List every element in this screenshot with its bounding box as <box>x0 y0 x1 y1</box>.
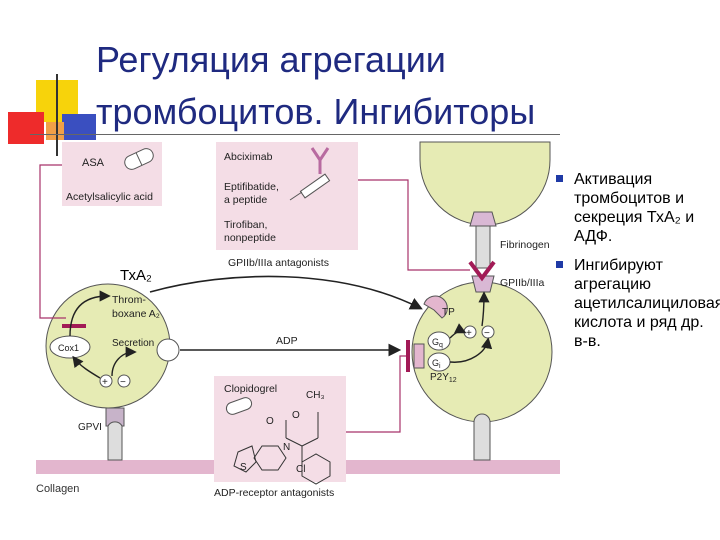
thromboxane-label-2: boxane A₂ <box>112 308 160 320</box>
gpiibiiia-antagonist-mark <box>468 260 496 282</box>
adp-label: ADP <box>276 335 298 347</box>
clopidogrel-cl: Cl <box>296 464 305 475</box>
title-line-1: Регуляция агрегации <box>96 39 446 80</box>
gp-antagonists-caption: GPIIb/IIIa antagonists <box>228 257 329 269</box>
cox1-to-thromboxane-arrow <box>69 290 111 337</box>
square-bullet-icon <box>556 175 563 182</box>
decor-line-vertical <box>56 74 58 156</box>
bullet-item: Активация тромбоцитов и секреция ТхА₂ и … <box>554 170 714 246</box>
cox1-label: Cox1 <box>58 343 79 353</box>
clopidogrel-label: Clopidogrel <box>224 383 277 395</box>
clopidogrel-caption: ADP-receptor antagonists <box>214 487 334 499</box>
decor-square-blue <box>62 114 96 140</box>
title-line-2: тромбоцитов. Ингибиторы <box>96 91 536 132</box>
tp-label: TP <box>442 307 455 318</box>
bullet-text: Активация тромбоцитов и секреция ТхА₂ и … <box>574 171 695 245</box>
syringe-icon <box>289 173 331 201</box>
decor-square-orange <box>46 122 64 140</box>
gi-to-signal-arrow <box>449 337 493 363</box>
decor-square-red <box>8 112 44 144</box>
fibrinogen-receptor-top <box>469 211 497 227</box>
gpvi-to-secretion-arrow <box>111 346 137 377</box>
left-plus-label: + <box>102 377 108 388</box>
txa2-overlay-label: ТхА₂ <box>120 267 152 284</box>
tirofiban-label-1: Tirofiban, <box>224 219 267 231</box>
thromboxane-label-1: Throm- <box>112 294 146 306</box>
eptifibatide-label-1: Eptifibatide, <box>224 181 279 193</box>
clopidogrel-s: S <box>240 462 247 473</box>
clopidogrel-to-p2y12-line <box>346 355 406 433</box>
thromboxane-to-tp-arrow <box>149 275 423 310</box>
right-bottom-receptor <box>473 413 491 461</box>
square-bullet-icon <box>556 261 563 268</box>
antibody-icon <box>310 147 330 174</box>
asa-name: Acetylsalicylic acid <box>66 191 153 203</box>
fibrinogen-label: Fibrinogen <box>500 239 550 251</box>
secretion-label: Secretion <box>112 338 154 349</box>
abciximab-label: Abciximab <box>224 151 273 163</box>
right-plus-label: + <box>466 328 472 339</box>
clopidogrel-ch3: CH₃ <box>306 390 325 401</box>
gi-label: Gi <box>432 358 441 370</box>
gpiibiiia-label: GPIIb/IIIa <box>500 277 545 289</box>
clopidogrel-pill-icon <box>225 397 253 415</box>
bullet-list: Активация тромбоцитов и секреция ТхА₂ и … <box>554 170 720 361</box>
asa-pill-icon <box>124 148 154 170</box>
signal-to-gpiibiiia-arrow <box>478 291 490 327</box>
gq-to-signal-arrow <box>449 323 467 339</box>
asa-abbrev: ASA <box>82 157 105 169</box>
decor-line-horizontal <box>30 134 560 135</box>
gpvi-stalk <box>107 421 123 461</box>
p2y12-label: P2Y12 <box>430 372 457 384</box>
clopidogrel-structure <box>233 412 331 485</box>
slide-title: Регуляция агрегации тромбоцитов. Ингибит… <box>96 34 656 138</box>
gp-antagonists-box <box>216 142 358 250</box>
right-minus-label: − <box>484 328 490 339</box>
eptifibatide-label-2: a peptide <box>224 194 267 206</box>
p2y12-receptor <box>413 343 425 369</box>
secretion-vesicle <box>156 338 180 362</box>
left-minus-label: − <box>120 377 126 388</box>
gpvi-to-cox1-arrow <box>72 355 101 379</box>
left-minus-sign <box>117 374 131 388</box>
gpiibiiia-receptor <box>471 275 495 293</box>
gpvi-label: GPVI <box>78 422 102 433</box>
gq-label: Gq <box>432 337 443 349</box>
gq-protein <box>427 331 451 351</box>
gp-to-gpiibiiia-line <box>358 179 470 271</box>
fibrinogen-stalk <box>475 225 491 269</box>
left-plus-sign <box>99 374 113 388</box>
tirofiban-label-2: nonpeptide <box>224 232 276 244</box>
asa-to-cox1-line <box>39 164 66 319</box>
clopidogrel-box <box>214 376 346 482</box>
clopidogrel-n: N <box>283 442 290 453</box>
tp-receptor <box>423 295 448 319</box>
clopidogrel-o1: O <box>266 416 274 427</box>
collagen-label: Collagen <box>36 483 79 495</box>
bullet-text: Ингибируют агрегацию ацетилсалициловая к… <box>574 257 720 350</box>
clopidogrel-o2: O <box>292 410 300 421</box>
bullet-item: Ингибируют агрегацию ацетилсалициловая к… <box>554 256 720 351</box>
